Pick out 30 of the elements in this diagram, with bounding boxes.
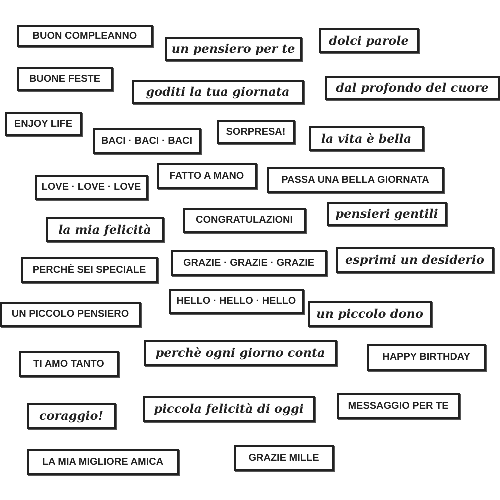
sticker-label: coraggio!: [27, 403, 116, 429]
sticker-label: SORPRESA!: [217, 120, 295, 144]
sticker-label: LOVE · LOVE · LOVE: [35, 175, 148, 200]
sticker-label: BUONE FESTE: [17, 67, 113, 91]
sticker-label: TI AMO TANTO: [19, 351, 119, 377]
sticker-label: la mia felicità: [46, 217, 164, 242]
sticker-label: LA MIA MIGLIORE AMICA: [27, 449, 179, 475]
sticker-label: dal profondo del cuore: [325, 76, 500, 100]
sticker-label: un piccolo dono: [308, 301, 432, 327]
sticker-label: perchè ogni giorno conta: [144, 340, 337, 366]
sticker-label: GRAZIE MILLE: [234, 445, 334, 471]
sticker-label: PASSA UNA BELLA GIORNATA: [267, 167, 444, 193]
sticker-label: BACI · BACI · BACI: [93, 128, 201, 154]
sticker-label: CONGRATULAZIONI: [183, 208, 306, 233]
sticker-label: HELLO · HELLO · HELLO: [169, 289, 304, 314]
sticker-label: PERCHÈ SEI SPECIALE: [21, 257, 158, 283]
sticker-label: FATTO A MANO: [157, 163, 257, 189]
sticker-label: UN PICCOLO PENSIERO: [0, 302, 141, 327]
sticker-label: MESSAGGIO PER TE: [337, 393, 460, 419]
sticker-label: piccola felicità di oggi: [143, 396, 315, 422]
sticker-label: BUON COMPLEANNO: [17, 25, 153, 47]
sticker-label: GRAZIE · GRAZIE · GRAZIE: [171, 250, 327, 276]
sticker-label: pensieri gentili: [327, 202, 447, 226]
sticker-label: un pensiero per te: [165, 37, 302, 61]
sticker-label: esprimi un desiderio: [336, 247, 494, 273]
sticker-label: HAPPY BIRTHDAY: [367, 344, 486, 371]
sticker-label: la vita è bella: [309, 126, 424, 151]
sticker-label: ENJOY LIFE: [5, 112, 82, 136]
sticker-label: dolci parole: [319, 28, 419, 53]
sticker-label: goditi la tua giornata: [132, 80, 304, 104]
